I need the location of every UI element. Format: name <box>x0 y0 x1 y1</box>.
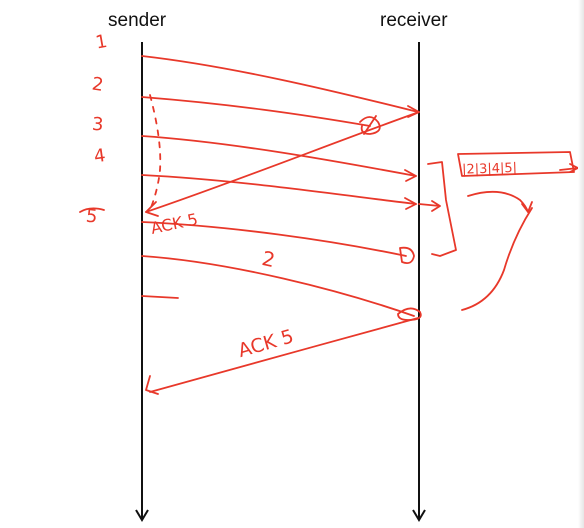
retransmit-label: 2 <box>260 246 277 272</box>
frame-edge <box>578 0 584 528</box>
receiver-curve <box>461 207 533 311</box>
buffer-curve-arrowhead <box>521 201 533 213</box>
retransmit-mark <box>397 307 422 321</box>
receiver-packet-4-tail <box>418 200 441 212</box>
packet-4-arrowhead <box>404 197 417 210</box>
buffer-label: |2|3|4|5| <box>462 161 517 178</box>
seq-3-label: 3 <box>91 114 104 136</box>
buffer-box <box>457 151 575 177</box>
packet-4-line <box>141 174 417 205</box>
sender-timeline-arrowhead <box>135 509 149 522</box>
sender-timeout-tick <box>141 295 179 299</box>
receiver-bracket <box>427 161 457 257</box>
seq-5-tail <box>79 207 105 213</box>
seq-2-label: 2 <box>91 74 105 96</box>
packet-1-line <box>141 55 419 113</box>
sender-dotted-bracket <box>149 94 162 211</box>
ack-first-arrowhead <box>145 201 159 217</box>
packet-3-arrowhead <box>404 169 417 182</box>
retransmit-line <box>141 255 415 317</box>
receiver-label: receiver <box>380 10 448 31</box>
buffer-curve-arrow <box>467 190 529 213</box>
packet-2-line <box>141 96 371 127</box>
ack-first-line <box>145 111 420 213</box>
packet-5-line <box>141 221 407 257</box>
seq-4-label: 4 <box>93 145 107 167</box>
receiver-timeline-arrowhead <box>412 509 426 522</box>
seq-5-label: 5 <box>85 206 99 228</box>
ack-second-label: ACK 5 <box>236 325 296 362</box>
ack-second-arrowhead <box>145 375 159 395</box>
ack-first-label: ACK 5 <box>149 209 200 237</box>
buffer-arrow <box>559 163 579 173</box>
packet-5-mark <box>399 246 415 265</box>
ack-second-line <box>149 317 419 393</box>
packet-3-line <box>141 135 417 177</box>
sender-label: sender <box>108 10 167 31</box>
seq-1-label: 1 <box>94 31 109 54</box>
